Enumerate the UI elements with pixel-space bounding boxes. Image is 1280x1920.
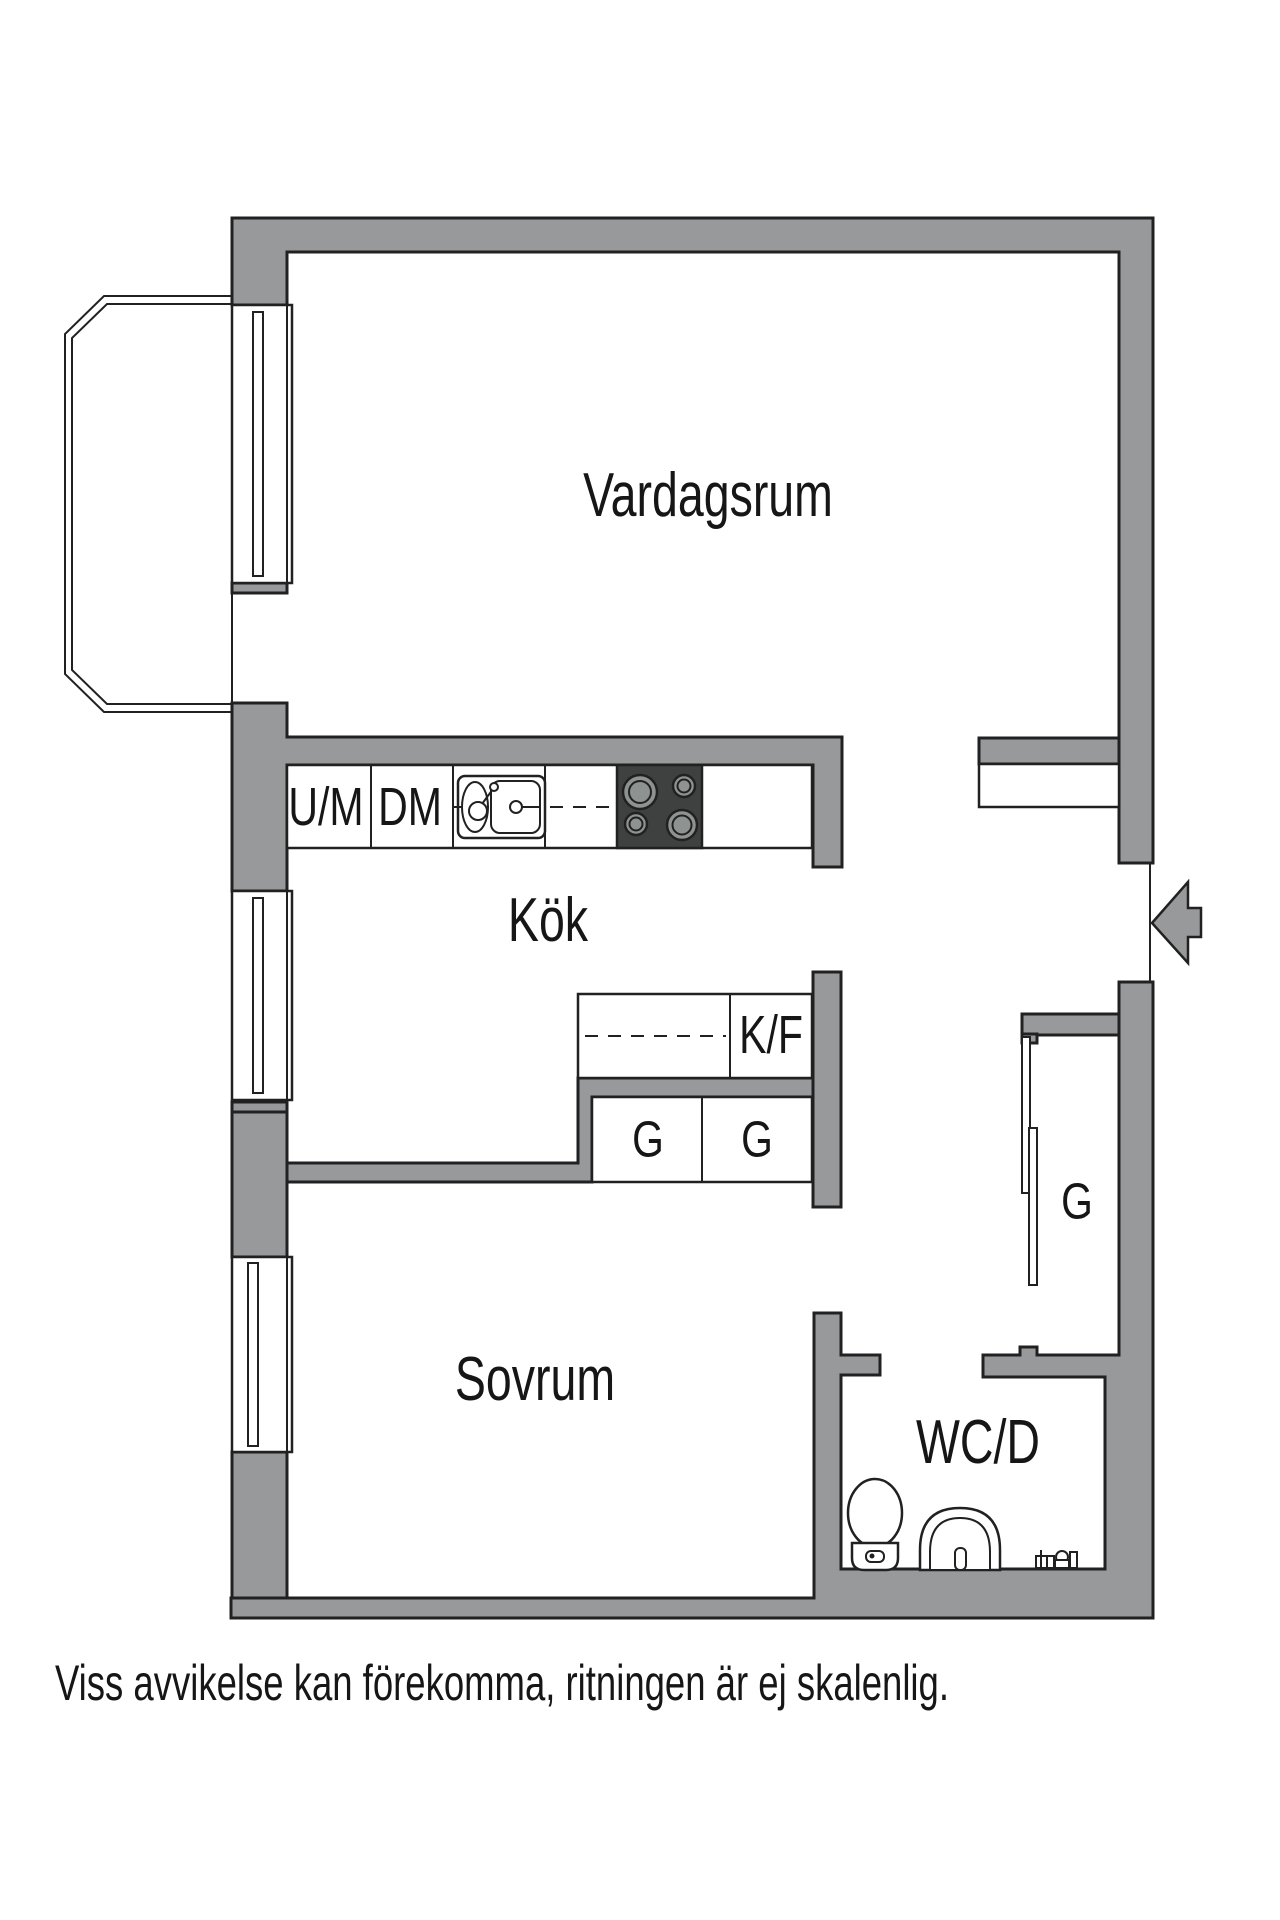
- bathroom-label: WC/D: [916, 1408, 1040, 1477]
- wardrobe-sliding-doors: [1021, 1036, 1038, 1286]
- fridge-freezer-counter: [576, 992, 814, 1080]
- hall-door-niche: [977, 762, 1121, 809]
- hall-wardrobe-label: G: [1061, 1172, 1093, 1230]
- dishwasher-label: DM: [378, 777, 442, 837]
- washbasin-icon: [918, 1506, 1002, 1572]
- kitchen-label: Kök: [507, 886, 589, 955]
- entrance-arrow-icon: [1150, 878, 1203, 967]
- window-icon-kitchen: [230, 889, 294, 1102]
- washing-machine-label: U/M: [288, 777, 364, 837]
- cabinet-right-label: G: [741, 1110, 773, 1168]
- stove-burners-icon: [615, 763, 704, 850]
- disclaimer-text: Viss avvikelse kan förekomma, ritningen …: [55, 1655, 949, 1711]
- bedroom-label: Sovrum: [454, 1345, 616, 1414]
- living-room-label: Vardagsrum: [583, 461, 833, 530]
- balcony-outline-icon: [64, 295, 232, 713]
- toilet-icon: [846, 1477, 904, 1572]
- window-icon-living-room: [230, 303, 294, 585]
- kitchen-sink-icon: [453, 774, 547, 840]
- laundry-fittings-icon: [1035, 1550, 1078, 1569]
- kitchen-cabinets: [590, 1095, 814, 1184]
- kitchen-counter: [285, 763, 814, 850]
- window-icon-bedroom: [230, 1255, 294, 1454]
- fridge-freezer-label: K/F: [739, 1005, 803, 1065]
- cabinet-left-label: G: [632, 1110, 664, 1168]
